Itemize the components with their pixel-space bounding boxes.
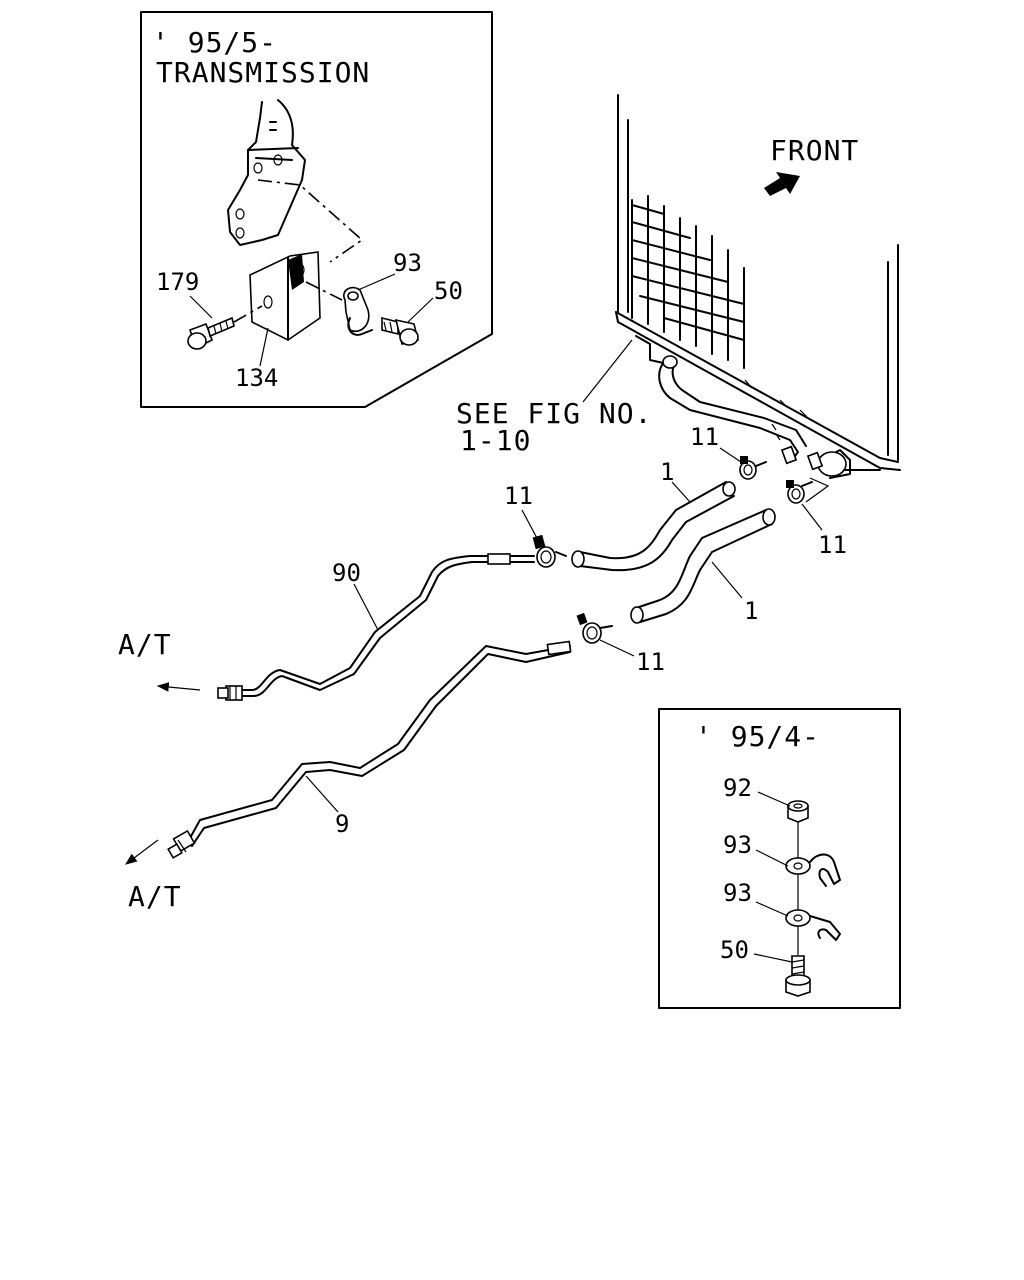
callout-clamp-top-right: 11 [690,423,719,451]
callout-hose-lower-1: 1 [744,597,758,625]
radiator-core-grid [631,195,745,369]
front-label: FRONT [770,134,859,167]
bracket-134 [249,251,321,341]
inset-top-date: ' 95/5- [152,26,277,59]
see-fig-leader [582,339,633,403]
clip-stack-inset: ' 95/4- 92 [658,708,901,1009]
pipe-9 [167,640,572,859]
clip-93-lower [785,909,841,941]
callout-50-top: 50 [434,277,463,305]
at-upper-arrow-icon [156,682,201,692]
bolt-179 [187,305,263,350]
leader-179 [189,295,213,319]
bolt-50-top [381,316,419,346]
bolt-50-bottom [785,955,811,997]
clamp-11-top-left [532,534,567,568]
transmission-bracket-illustration [227,99,306,246]
leader-hose-upper [671,481,691,503]
leader-clamp-top-left [521,509,539,541]
leader-50-bottom [753,953,793,963]
callout-clamp-mid: 11 [636,648,665,676]
transmission-inset: ' 95/5- TRANSMISSION [140,11,493,408]
leader-50-top [407,297,434,323]
hose-lower-1 [630,508,776,624]
leader-93-top [357,273,396,291]
inset-frame-top [140,11,493,408]
leader-134 [259,327,269,367]
leader-92 [757,791,791,807]
leader-clamp-mid [599,639,635,657]
clip-93-upper [785,853,841,887]
leader-hose-lower [711,561,743,599]
leader-pipe-9 [305,775,339,813]
at-lower-arrow-icon [125,839,159,865]
clamp-11-right [786,477,830,504]
clamp-11-mid [576,612,613,644]
leader-93-upper [755,849,789,867]
leader-93-lower [755,901,789,917]
hose-upper-1 [571,481,736,572]
inset-frame-bottom [658,708,901,1009]
radiator-illustration [615,94,901,479]
callout-92: 92 [723,774,752,802]
callout-hose-upper-1: 1 [660,458,674,486]
callout-134: 134 [235,364,278,392]
inset-top-title: TRANSMISSION [156,56,370,89]
front-indicator: FRONT [764,134,859,196]
callout-clamp-right: 11 [818,531,847,559]
callout-93-lower: 93 [723,879,752,907]
at-upper-label: A/T [118,628,172,661]
clip-93-top [305,281,373,336]
front-arrow-icon [764,172,800,196]
callout-179: 179 [156,268,199,296]
at-lower-label: A/T [128,880,182,913]
clamp-11-top-right [739,456,767,480]
nut-92 [787,800,809,823]
callout-pipe-90: 90 [332,559,361,587]
callout-93-top: 93 [393,249,422,277]
callout-93-upper: 93 [723,831,752,859]
see-fig-line2: 1-10 [460,424,531,457]
callout-clamp-top-left: 11 [504,482,533,510]
leader-pipe-90 [353,583,379,631]
leader-clamp-right [801,503,823,531]
leader-clamp-top-right [719,447,745,465]
callout-50-bottom: 50 [720,936,749,964]
see-fig-line1: SEE FIG NO. [456,397,652,430]
pipe-90 [217,553,535,701]
inset-bottom-date: ' 95/4- [695,720,820,753]
assembly-line-top [257,179,364,263]
callout-pipe-9: 9 [335,810,349,838]
